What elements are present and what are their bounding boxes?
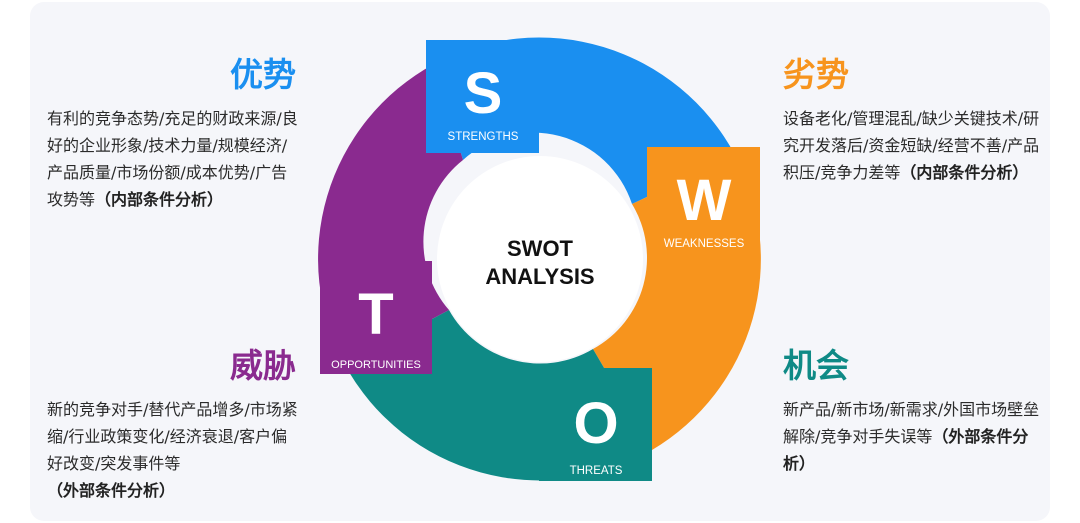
strengths-note: （内部条件分析） <box>95 190 224 209</box>
strengths-label: STRENGTHS <box>448 131 519 143</box>
weaknesses-title: 劣势 <box>783 55 849 94</box>
weaknesses-description: 设备老化/管理混乱/缺少关键技术/研究开发落后/资金短缺/经营不善/产品积压/竞… <box>783 105 1041 186</box>
opportunities-block: 机会 新产品/新市场/新需求/外国市场壁垒解除/竞争对手失误等（外部条件分析） <box>783 346 1041 477</box>
weaknesses-square <box>647 147 760 259</box>
strengths-letter: S <box>464 61 503 126</box>
strengths-block: 优势 有利的竞争态势/充足的财政来源/良好的企业形象/技术力量/规模经济/产品质… <box>47 55 302 213</box>
weaknesses-letter: W <box>677 168 732 233</box>
weaknesses-text: 设备老化/管理混乱/缺少关键技术/研究开发落后/资金短缺/经营不善/产品积压/竞… <box>783 109 1040 182</box>
strengths-text: 有利的竞争态势/充足的财政来源/良好的企业形象/技术力量/规模经济/产品质量/市… <box>47 109 298 209</box>
threats-letter: T <box>358 282 393 347</box>
weaknesses-block: 劣势 设备老化/管理混乱/缺少关键技术/研究开发落后/资金短缺/经营不善/产品积… <box>783 55 1041 186</box>
opportunities-description: 新产品/新市场/新需求/外国市场壁垒解除/竞争对手失误等（外部条件分析） <box>783 396 1041 477</box>
weaknesses-note: （内部条件分析） <box>900 163 1029 182</box>
center-title-line2: ANALYSIS <box>485 264 594 289</box>
opportunities-letter: O <box>573 391 618 456</box>
threats-title: 威胁 <box>230 346 296 385</box>
threats-description: 新的竞争对手/替代产品增多/市场紧缩/行业政策变化/经济衰退/客户偏好改变/突发… <box>47 396 302 504</box>
threats-square <box>320 261 432 374</box>
opportunities-title: 机会 <box>783 346 849 385</box>
center-circle <box>437 156 643 362</box>
threats-text: 新的竞争对手/替代产品增多/市场紧缩/行业政策变化/经济衰退/客户偏好改变/突发… <box>47 400 298 473</box>
strengths-description: 有利的竞争态势/充足的财政来源/良好的企业形象/技术力量/规模经济/产品质量/市… <box>47 105 302 213</box>
strengths-square <box>426 40 539 153</box>
threats-label: OPPORTUNITIES <box>331 359 421 371</box>
threats-note: （外部条件分析） <box>47 481 176 500</box>
opportunities-text: 新产品/新市场/新需求/外国市场壁垒解除/竞争对手失误等 <box>783 400 1040 446</box>
opportunities-square <box>539 368 652 481</box>
opportunities-label: THREATS <box>570 465 623 477</box>
opportunities-note: （外部条件分析） <box>783 427 1029 473</box>
strengths-title: 优势 <box>230 55 296 94</box>
weaknesses-label: WEAKNESSES <box>664 238 745 250</box>
threats-block: 威胁 新的竞争对手/替代产品增多/市场紧缩/行业政策变化/经济衰退/客户偏好改变… <box>47 346 302 504</box>
center-title-line1: SWOT <box>507 236 574 261</box>
